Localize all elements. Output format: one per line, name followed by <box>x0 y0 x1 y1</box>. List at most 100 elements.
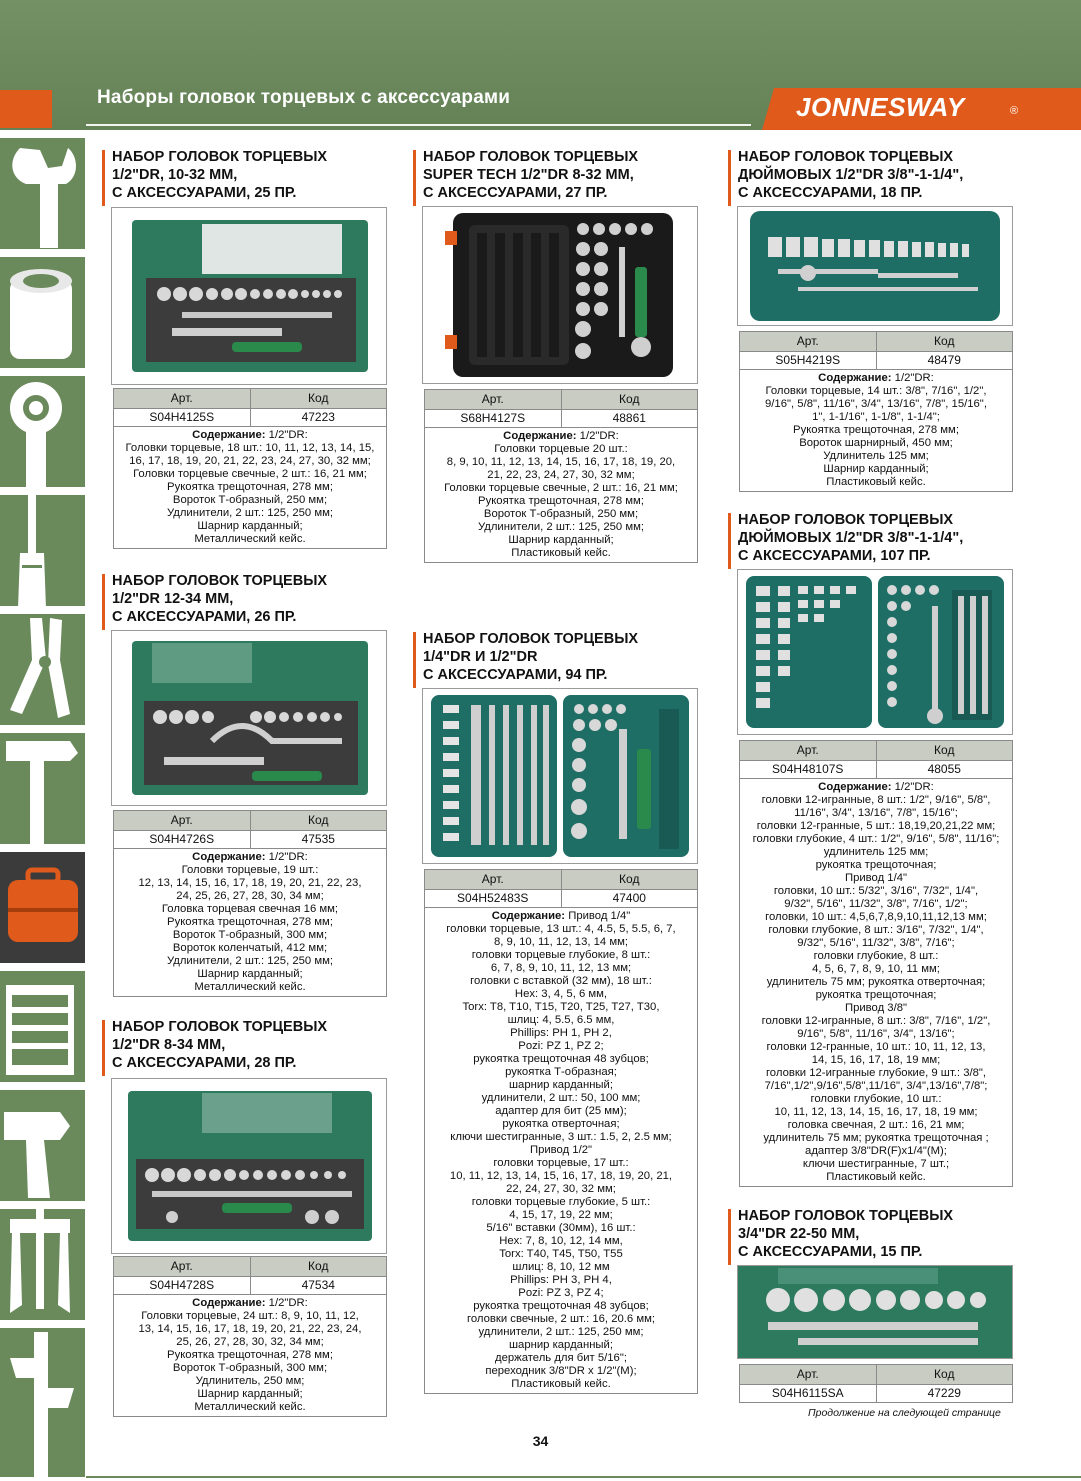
contents-line: 1/2"DR: <box>268 851 308 863</box>
contents-line: Головки торцевые, 19 шт.: <box>181 864 319 876</box>
contents-line: Вороток Т-образный, 250 мм; <box>483 508 639 520</box>
contents-line: Рукоятка трещоточная, 278 мм; <box>167 1349 333 1361</box>
sidebar-item-hammers[interactable] <box>0 733 85 848</box>
table-header-row: Арт. Код <box>425 390 697 410</box>
article-number: S04H4728S <box>149 1278 215 1292</box>
sidebar-item-power-tools[interactable] <box>0 1090 85 1205</box>
sidebar-item-ratchets[interactable] <box>0 376 85 491</box>
sidebar-item-pullers[interactable] <box>0 1209 85 1324</box>
contents-line: Головки торцевые 20 шт.: <box>494 443 628 455</box>
contents-line: 11/16", 3/4", 13/16", 7/8", 15/16"; <box>794 807 958 819</box>
product-title-block: НАБОР ГОЛОВОК ТОРЦЕВЫХ ДЮЙМОВЫХ 1/2"DR 3… <box>728 148 1038 208</box>
contents-line: 1/2"DR: <box>268 1297 308 1309</box>
contents-line: 9/32", 5/16", 11/32", 3/8", 7/16", 1/2"; <box>784 898 968 910</box>
section-accent-bar <box>102 1020 105 1076</box>
contents-line: головка свечная, 2 шт.: 16, 21 мм; <box>787 1119 965 1131</box>
pliers-icon <box>10 618 70 718</box>
contents-line: Удлинитель, 250 мм; <box>195 1375 305 1387</box>
product-code: 48055 <box>875 761 1013 778</box>
product-spec-table: Арт. Код S68H4127S 48861 Содержание: 1/2… <box>424 389 698 563</box>
contents-line: головки торцевые глубокие, 8 шт.: <box>471 949 651 961</box>
metal-case-image <box>132 220 368 372</box>
contents-line: удлинители, 2 шт.: 125, 250 мм; <box>478 1326 644 1338</box>
contents-line: шарнир карданный; <box>508 1079 614 1091</box>
table-header-code: Код <box>875 1365 1013 1384</box>
product-image <box>422 206 698 384</box>
screwdriver-icon <box>18 495 46 606</box>
contents-line: шлиц: 8, 10, 12 мм <box>512 1261 610 1273</box>
contents-line: рукоятка трещоточная 48 зубцов; <box>473 1053 649 1065</box>
contents-label: Содержание: <box>818 372 892 384</box>
contents-lines: Головки торцевые, 14 шт.: 3/8", 7/16", 1… <box>743 385 1009 489</box>
sidebar-item-cabinets[interactable] <box>0 971 85 1086</box>
contents-line: головки глубокие, 8 шт.: <box>813 950 939 962</box>
contents-line: 22, 24, 27, 30, 32 мм; <box>506 1183 616 1195</box>
product-title-block: НАБОР ГОЛОВОК ТОРЦЕВЫХ 1/2"DR 8-34 ММ, С… <box>102 1018 392 1078</box>
product-title: НАБОР ГОЛОВОК ТОРЦЕВЫХ SUPER TECH 1/2"DR… <box>423 149 639 201</box>
sidebar-item-wrenches[interactable] <box>0 138 85 253</box>
contents-line: Phillips: PH 3, PH 4, <box>510 1274 612 1286</box>
ratchet-icon <box>10 382 62 487</box>
contents-line: адаптер 3/8"DR(F)x1/4"(M); <box>805 1145 947 1157</box>
table-row: S04H6115SA 47229 <box>740 1385 1012 1402</box>
product-contents: Содержание: 1/2"DR:головки 12-игранные, … <box>740 779 1012 1186</box>
contents-line: рукоятка Т-образная; <box>505 1066 617 1078</box>
continued-note: Продолжение на следующей странице <box>808 1407 1001 1419</box>
contents-line: 10, 11, 12, 13, 14, 15, 16, 17, 18, 19 м… <box>774 1106 978 1118</box>
table-header-code: Код <box>249 389 387 408</box>
contents-line: 16, 17, 18, 19, 20, 21, 22, 23, 24, 27, … <box>129 455 371 467</box>
contents-lines: головки 12-игранные, 8 шт.: 1/2", 9/16",… <box>743 794 1009 1184</box>
plastic-case-image <box>445 213 673 377</box>
contents-line: 5/16" вставки (30мм), 16 шт.: <box>486 1222 636 1234</box>
contents-label: Содержание: <box>192 429 266 441</box>
contents-line: 4, 5, 6, 7, 8, 9, 10, 11 мм; <box>812 963 940 975</box>
tool-cabinet-icon <box>6 985 74 1075</box>
table-row: S04H52483S 47400 <box>425 890 697 908</box>
contents-line: головки 12-игранные, 8 шт.: 3/8", 7/16",… <box>761 1015 991 1027</box>
contents-line: Вороток Т-образный, 300 мм; <box>172 1362 328 1374</box>
product-spec-table: Арт. Код S04H4125S 47223 Содержание: 1/2… <box>113 388 387 549</box>
contents-line: Вороток Т-образный, 250 мм; <box>172 494 328 506</box>
plastic-case-image <box>750 211 1000 321</box>
contents-line: Металлический кейс. <box>194 1401 306 1413</box>
section-accent-bar <box>102 574 105 630</box>
article-number: S04H6115SA <box>771 1386 844 1400</box>
contents-line: Пластиковый кейс. <box>511 1378 611 1390</box>
sidebar-item-measuring[interactable] <box>0 1328 85 1481</box>
contents-label: Содержание: <box>818 781 892 793</box>
contents-line: Вороток шарнирный, 450 мм; <box>799 437 953 449</box>
article-number: S04H4726S <box>149 832 215 846</box>
sidebar-item-tool-sets[interactable] <box>0 852 85 967</box>
product-contents: Содержание: 1/2"DR:Головки торцевые, 14 … <box>740 370 1012 491</box>
hammer-icon <box>6 741 78 844</box>
contents-line: шлиц: 4, 5.5, 6.5 мм, <box>507 1014 615 1026</box>
table-header-art: Арт. <box>796 1367 819 1381</box>
product-title-block: НАБОР ГОЛОВОК ТОРЦЕВЫХ SUPER TECH 1/2"DR… <box>413 148 713 208</box>
contents-label: Содержание: <box>491 910 566 922</box>
contents-line: головки 12-игранные, 8 шт.: 1/2", 9/16",… <box>761 794 991 806</box>
category-sidebar <box>0 138 85 1481</box>
sidebar-item-pliers[interactable] <box>0 614 85 729</box>
sidebar-item-screwdrivers[interactable] <box>0 495 85 610</box>
page-number: 34 <box>532 1433 549 1449</box>
table-header-code: Код <box>875 332 1013 351</box>
contents-line: Вороток Т-образный, 300 мм; <box>172 929 328 941</box>
socket-icon <box>10 269 72 359</box>
product-title-block: НАБОР ГОЛОВОК ТОРЦЕВЫХ ДЮЙМОВЫХ 1/2"DR 3… <box>728 511 1038 571</box>
contents-line: головки глубокие, 8 шт.: 3/16", 7/32", 1… <box>768 924 984 936</box>
contents-line: Металлический кейс. <box>194 533 306 545</box>
table-row: S04H48107S 48055 <box>740 761 1012 779</box>
table-header-row: Арт. Код <box>114 1257 386 1277</box>
section-accent-bar <box>728 1209 731 1265</box>
product-code: 48479 <box>875 352 1013 369</box>
article-number: S04H48107S <box>772 762 844 776</box>
product-code: 48861 <box>560 410 698 427</box>
contents-line: головки торцевые, 13 шт.: 4, 4.5, 5, 5.5… <box>446 923 676 935</box>
contents-line: Рукоятка трещоточная, 278 мм; <box>478 495 644 507</box>
sidebar-item-sockets[interactable] <box>0 257 85 372</box>
contents-line: 1/2"DR: <box>579 430 619 442</box>
product-contents: Содержание: 1/2"DR:Головки торцевые 20 ш… <box>425 428 697 562</box>
table-header-row: Арт. Код <box>425 870 697 890</box>
table-header-code: Код <box>875 741 1013 760</box>
contents-line: Привод 3/8" <box>844 1002 908 1014</box>
